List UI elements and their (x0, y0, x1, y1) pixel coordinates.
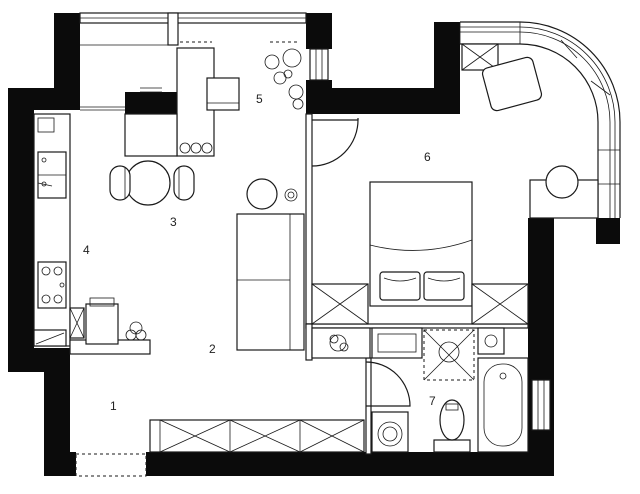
kitchen-lower-counter (69, 297, 151, 355)
dining-set (109, 160, 195, 206)
room-label-dining: 3 (170, 215, 177, 229)
room-label-bathroom: 7 (429, 394, 436, 408)
room-label-balcony: 5 (256, 92, 263, 106)
bay-furniture (461, 43, 599, 219)
kitchen-counter (33, 113, 85, 347)
hall-wardrobe (149, 419, 365, 453)
entrance-door (75, 453, 147, 477)
bedroom-window-left (309, 48, 329, 81)
doors (311, 118, 411, 407)
balcony-plants (180, 41, 304, 110)
bathroom-window (531, 379, 551, 431)
walls (8, 13, 620, 476)
bathroom-fixtures (311, 327, 529, 453)
room-label-bedroom: 6 (424, 150, 431, 164)
bay-window (459, 21, 621, 218)
balcony-window-top (79, 12, 307, 111)
balcony-furniture (124, 47, 240, 157)
room-label-kitchen: 4 (83, 243, 90, 257)
sofa (236, 213, 305, 351)
room-label-entrance: 1 (110, 399, 117, 413)
room-label-living: 2 (209, 342, 216, 356)
bedroom-wardrobes (311, 283, 529, 325)
bed (369, 181, 473, 307)
coffee-tables (246, 178, 298, 210)
